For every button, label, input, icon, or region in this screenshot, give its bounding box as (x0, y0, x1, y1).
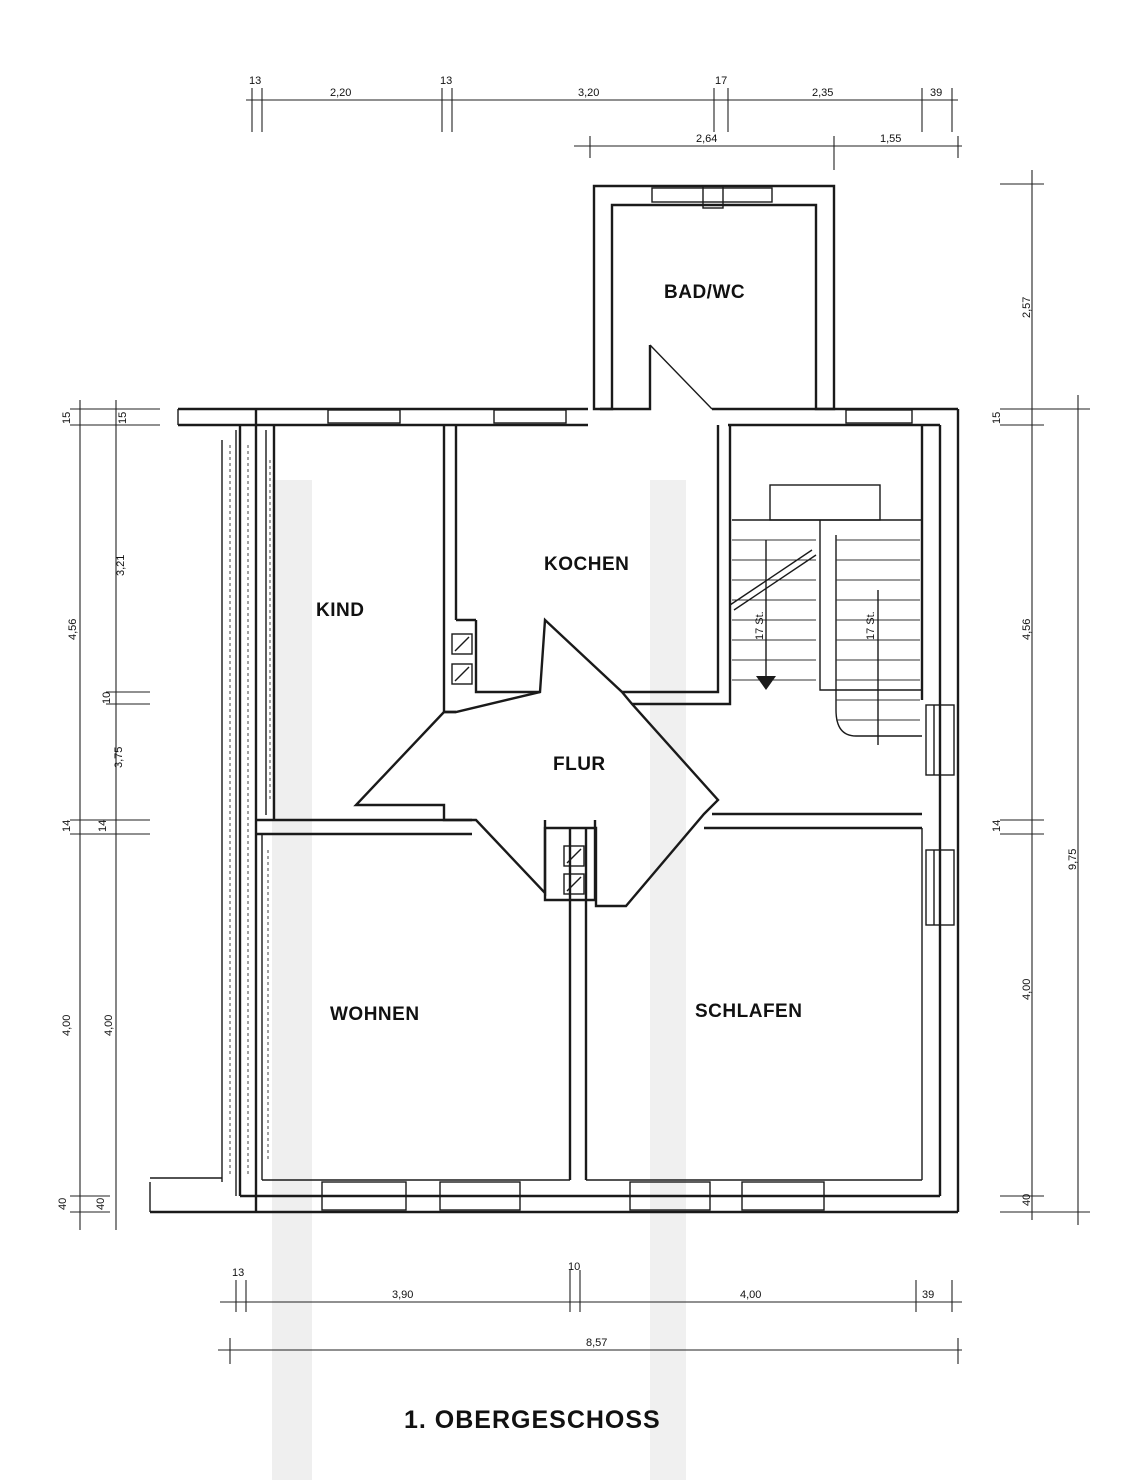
dim-right-1: 2,57 (1021, 297, 1033, 318)
dim-leftin-5: 14 (97, 820, 109, 832)
dim-leftin-6: 4,00 (103, 1015, 115, 1036)
hall-arrow (353, 617, 720, 908)
interior-walls (256, 425, 924, 1181)
dim-bottom-1: 13 (232, 1267, 244, 1279)
dim-right-4: 14 (991, 820, 1003, 832)
dim-top-3: 13 (440, 75, 452, 87)
bath-door (600, 344, 713, 411)
dimensions-top: 13 2,20 13 3,20 17 2,35 39 2,64 1,55 (246, 75, 962, 170)
dim-leftin-3: 10 (101, 692, 113, 704)
dim-right-2: 15 (991, 412, 1003, 424)
dimensions-right: 2,57 15 4,56 14 4,00 40 9,75 (991, 170, 1090, 1225)
dim-top-2: 2,20 (330, 87, 351, 99)
room-label-bath: BAD/WC (664, 282, 745, 303)
scan-shading (272, 480, 686, 1480)
dim-left-4: 4,00 (61, 1015, 73, 1036)
chimney-ducts (451, 633, 585, 895)
windows (321, 409, 955, 1211)
dim-leftin-2: 3,21 (115, 555, 127, 576)
dim-right-3: 4,56 (1021, 619, 1033, 640)
dimensions-left: 15 4,56 14 4,00 40 15 3,21 10 3,75 14 4,… (57, 400, 160, 1230)
dim-right-6: 40 (1021, 1194, 1033, 1206)
dim-bottom-4: 4,00 (740, 1289, 761, 1301)
dim-top-6: 2,35 (812, 87, 833, 99)
dim-leftin-4: 3,75 (113, 747, 125, 768)
dim-left-3: 14 (61, 820, 73, 832)
dim-bottom-2: 3,90 (392, 1289, 413, 1301)
dim-top-4: 3,20 (578, 87, 599, 99)
dim-bottom-total: 8,57 (586, 1337, 607, 1349)
room-label-child: KIND (316, 600, 364, 621)
dim-leftin-7: 40 (95, 1198, 107, 1210)
dim-top2-1: 2,64 (696, 133, 717, 145)
dim-bottom-5: 39 (922, 1289, 934, 1301)
dim-right-total: 9,75 (1067, 849, 1079, 870)
dim-bottom-3: 10 (568, 1261, 580, 1273)
exterior-walls (149, 407, 960, 1214)
dim-left-2: 4,56 (67, 619, 79, 640)
dim-right-5: 4,00 (1021, 979, 1033, 1000)
dim-left-5: 40 (57, 1198, 69, 1210)
dim-top-5: 17 (715, 75, 727, 87)
room-label-kitchen: KOCHEN (544, 554, 629, 575)
room-label-living: WOHNEN (330, 1004, 420, 1025)
dim-left-1: 15 (61, 412, 73, 424)
staircase: 17 St. 17 St. (729, 484, 922, 745)
room-labels: BAD/WC KOCHEN KIND FLUR WOHNEN SCHLAFEN (316, 282, 802, 1025)
dim-top-7: 39 (930, 87, 942, 99)
stair-label-left: 17 St. (754, 611, 766, 640)
dim-top2-2: 1,55 (880, 133, 901, 145)
room-label-bedroom: SCHLAFEN (695, 1001, 802, 1022)
stair-label-right: 17 St. (865, 611, 877, 640)
dim-top-1: 13 (249, 75, 261, 87)
plan-title: 1. OBERGESCHOSS (404, 1406, 661, 1434)
dimensions-bottom: 13 3,90 10 4,00 39 8,57 (218, 1261, 962, 1364)
dim-leftin-1: 15 (117, 412, 129, 424)
room-label-hall: FLUR (553, 754, 606, 775)
